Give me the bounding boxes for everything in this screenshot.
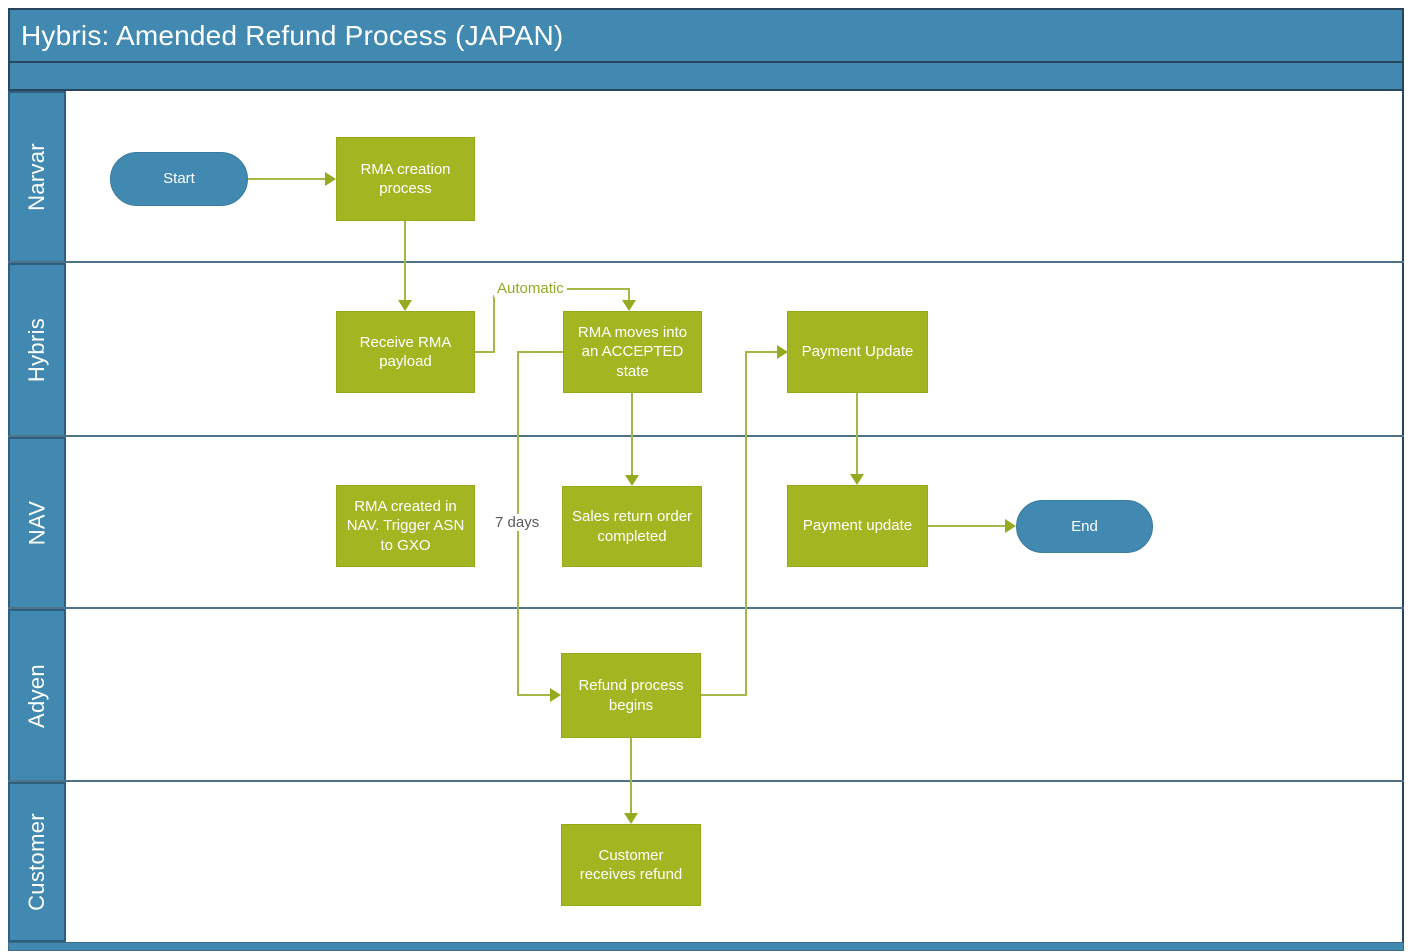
connector-accepted-to-sales-return	[631, 393, 633, 475]
node-rma-creation-process[interactable]: RMA creation process	[336, 137, 475, 221]
lane-divider	[8, 261, 1404, 263]
node-end-label: End	[1071, 517, 1098, 535]
lane-customer: Customer	[8, 782, 66, 942]
connector-automatic	[493, 295, 495, 353]
connector-seven-days	[518, 351, 563, 353]
connector-refund-to-customer	[630, 738, 632, 815]
arrowhead-icon	[622, 300, 636, 311]
node-refund-process-begins[interactable]: Refund process begins	[561, 653, 701, 738]
connector-rma-creation-to-receive-rma	[404, 221, 406, 301]
arrowhead-icon	[398, 300, 412, 311]
node-payment-update-hybris[interactable]: Payment Update	[787, 311, 928, 393]
lane-adyen-label: Adyen	[24, 663, 50, 728]
node-payment-update-hybris-label: Payment Update	[801, 343, 914, 361]
node-rma-created-nav[interactable]: RMA created in NAV. Trigger ASN to GXO	[336, 485, 475, 567]
node-receive-rma-label: Receive RMA payload	[359, 333, 452, 371]
diagram-title-bar: Hybris: Amended Refund Process (JAPAN)	[8, 8, 1404, 63]
node-rma-created-nav-label: RMA created in NAV. Trigger ASN to GXO	[346, 497, 465, 554]
lane-nav: NAV	[8, 437, 66, 609]
connector-automatic	[566, 288, 630, 290]
diagram-title: Hybris: Amended Refund Process (JAPAN)	[21, 19, 564, 51]
connector-automatic	[628, 288, 630, 302]
lane-divider	[8, 607, 1404, 609]
diagram-frame	[8, 8, 1404, 951]
node-end[interactable]: End	[1016, 500, 1153, 553]
lane-divider	[8, 780, 1404, 782]
node-sales-return-label: Sales return order completed	[571, 508, 693, 545]
connector-refund-to-payment-update	[745, 351, 778, 353]
connector-payment-update-to-end	[928, 525, 1006, 527]
connector-payment-update-hybris-to-nav	[856, 393, 858, 475]
connector-refund-to-payment-update	[701, 694, 747, 696]
node-start-label: Start	[163, 170, 195, 188]
node-payment-update-nav-label: Payment update	[802, 517, 913, 535]
connector-automatic	[475, 351, 495, 353]
node-receive-rma-payload[interactable]: Receive RMA payload	[336, 311, 475, 393]
lane-divider	[8, 435, 1404, 437]
connector-refund-to-payment-update	[745, 351, 747, 696]
connector-start-to-rma-creation	[248, 178, 326, 180]
node-refund-begins-label: Refund process begins	[578, 677, 684, 714]
arrowhead-icon	[550, 688, 561, 702]
arrowhead-icon	[1005, 519, 1016, 533]
lane-narvar-label: Narvar	[24, 143, 49, 211]
node-rma-accepted-label: RMA moves into an ACCEPTED state	[577, 323, 688, 380]
lane-customer-label: Customer	[24, 813, 50, 911]
connector-label-automatic: Automatic	[494, 280, 567, 297]
node-payment-update-nav[interactable]: Payment update	[787, 485, 928, 567]
lane-adyen: Adyen	[8, 609, 66, 782]
lane-hybris: Hybris	[8, 263, 66, 437]
lane-nav-label: NAV	[23, 500, 49, 546]
arrowhead-icon	[625, 475, 639, 486]
node-sales-return-completed[interactable]: Sales return order completed	[562, 486, 702, 567]
title-subband	[8, 61, 1404, 91]
arrowhead-icon	[850, 474, 864, 485]
footer-band	[8, 942, 1404, 951]
node-rma-accepted-state[interactable]: RMA moves into an ACCEPTED state	[563, 311, 702, 393]
node-customer-receives-refund[interactable]: Customer receives refund	[561, 824, 701, 906]
lane-narvar: Narvar	[8, 91, 66, 263]
connector-seven-days	[517, 694, 552, 696]
node-start[interactable]: Start	[110, 152, 248, 206]
arrowhead-icon	[777, 345, 788, 359]
arrowhead-icon	[325, 172, 336, 186]
node-rma-creation-label: RMA creation process	[360, 160, 451, 198]
arrowhead-icon	[624, 813, 638, 824]
connector-label-seven-days: 7 days	[492, 514, 543, 531]
lane-hybris-label: Hybris	[24, 317, 50, 383]
node-customer-refund-label: Customer receives refund	[579, 846, 683, 884]
